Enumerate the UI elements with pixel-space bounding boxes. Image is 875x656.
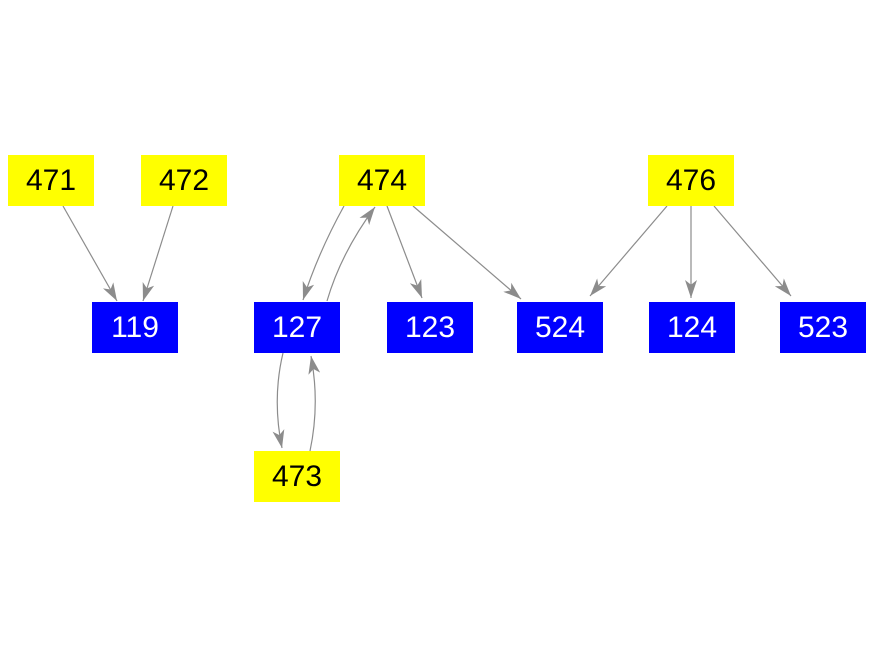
node-123: 123: [387, 302, 473, 353]
edge-474-to-127: [302, 205, 345, 301]
node-523: 523: [780, 302, 866, 353]
edge-472-to-119: [142, 205, 174, 302]
edge-473-to-127: [308, 355, 321, 452]
node-524: 524: [517, 302, 603, 353]
edge-474-to-123: [386, 205, 423, 299]
edge-476-to-523: [713, 205, 792, 297]
node-471: 471: [8, 155, 94, 206]
edge-127-to-474: [326, 206, 376, 302]
edge-476-to-524: [589, 205, 668, 297]
node-476: 476: [648, 155, 734, 206]
node-119: 119: [92, 302, 178, 353]
edge-471-to-119: [62, 205, 118, 302]
edge-474-to-524: [412, 205, 522, 300]
node-124: 124: [649, 302, 735, 353]
node-473: 473: [254, 451, 340, 502]
node-472: 472: [141, 155, 227, 206]
edge-127-to-473: [272, 352, 285, 449]
node-127: 127: [254, 302, 340, 353]
node-474: 474: [339, 155, 425, 206]
